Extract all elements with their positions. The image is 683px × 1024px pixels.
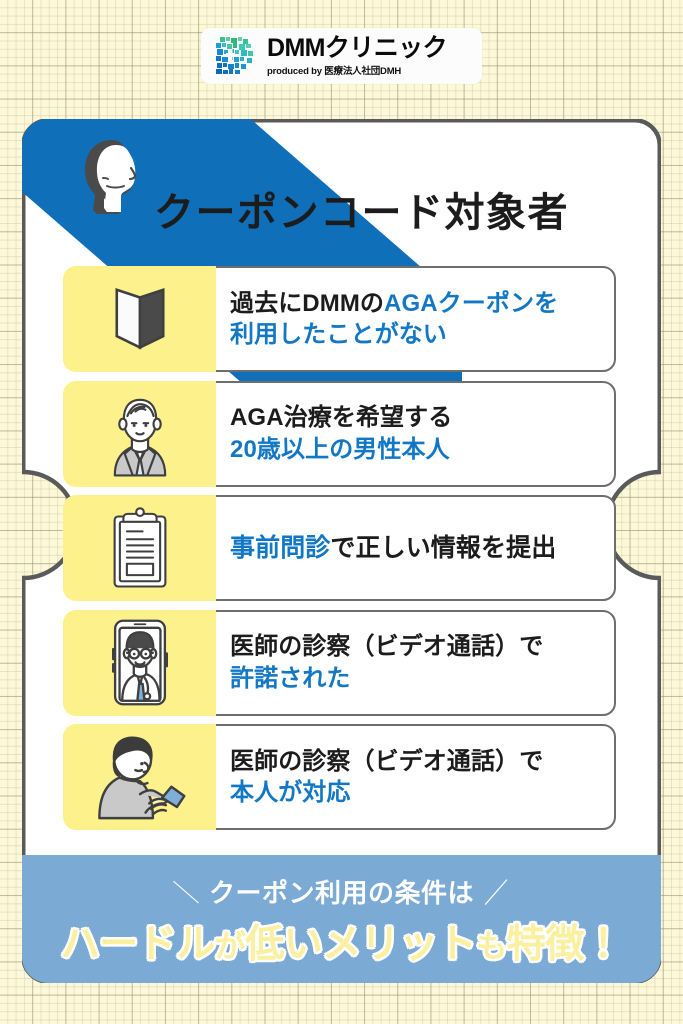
text-segment-accent: 利用したことがない: [230, 321, 447, 348]
list-item: AGA治療を希望する 20歳以上の男性本人: [63, 380, 616, 487]
eligibility-list: 過去にDMMのAGAクーポンを 利用したことがない: [63, 266, 616, 839]
list-item-line: 医師の診察（ビデオ通話）で: [230, 746, 600, 777]
list-item-line: 20歳以上の男性本人: [230, 434, 600, 465]
open-book-icon: [63, 266, 216, 372]
text-segment-accent: 許諾された: [230, 664, 351, 692]
text-segment-accent: AGAクーポンを: [384, 289, 559, 317]
list-item-text: 事前問診で正しい情報を提出: [196, 495, 616, 601]
list-item-line: 事前問診で正しい情報を提出: [230, 532, 600, 565]
footer-headline: クーポン利用の条件は: [208, 878, 474, 908]
text-segment: 医師の診察（ビデオ通話）で: [230, 747, 544, 775]
head-profile-icon: [79, 138, 145, 216]
list-item-line: 許諾された: [230, 663, 600, 694]
logo-title: DMMクリニック: [267, 33, 448, 62]
page-title: クーポンコード対象者: [154, 191, 569, 235]
text-segment: 過去にDMMの: [230, 289, 385, 317]
list-item: 医師の診察（ビデオ通話）で 許諾された: [63, 609, 616, 716]
list-item-text: 医師の診察（ビデオ通話）で 本人が対応: [196, 724, 616, 830]
footer-top-text: ＼ クーポン利用の条件は ／: [172, 873, 511, 910]
list-item-line: 本人が対応: [230, 777, 600, 808]
clipboard-icon: [63, 495, 216, 601]
footer-bottom-text: ハードルが低いメリットも特徴！: [61, 913, 623, 969]
list-item-line: AGA治療を希望する: [230, 402, 600, 433]
footer-bottom-seg: 特徴！: [506, 923, 623, 966]
man-in-suit-icon: [63, 380, 216, 487]
text-segment: 医師の診察（ビデオ通話）で: [230, 633, 544, 661]
text-segment-accent: 本人が対応: [230, 779, 351, 806]
person-using-smartphone-icon: [63, 724, 216, 830]
footer-bottom-seg: ハードル: [60, 923, 216, 966]
text-segment-accent: 事前問診: [230, 533, 331, 562]
list-item-text: AGA治療を希望する 20歳以上の男性本人: [196, 380, 616, 487]
list-item: 過去にDMMのAGAクーポンを 利用したことがない: [63, 266, 616, 372]
list-item-line: 過去にDMMのAGAクーポンを: [230, 288, 600, 319]
dmm-mosaic-d-logo: [214, 35, 258, 77]
logo-subtitle: produced by 医療法人社団DMH: [267, 66, 402, 78]
coupon-eligibility-card: クーポンコード対象者 過去にDMMのAGAクーポンを 利用したことがない: [22, 119, 661, 983]
footer-banner: ＼ クーポン利用の条件は ／ ハードルが低いメリットも特徴！: [22, 855, 661, 983]
slash-left: ＼: [172, 877, 202, 909]
footer-bottom-seg: 低いメリット: [245, 923, 477, 966]
brand-logo-bar: DMMクリニック produced by 医療法人社団DMH: [201, 28, 482, 84]
list-item-line: 利用したことがない: [230, 319, 600, 350]
list-item-line: 医師の診察（ビデオ通話）で: [230, 631, 600, 662]
list-item-text: 過去にDMMのAGAクーポンを 利用したことがない: [196, 266, 616, 372]
list-item: 医師の診察（ビデオ通話）で 本人が対応: [63, 724, 616, 830]
text-segment: AGA治療を希望する: [230, 404, 453, 432]
footer-bottom-seg: が: [214, 929, 246, 964]
text-segment-accent: 20歳以上の男性本人: [230, 435, 450, 463]
list-item-text: 医師の診察（ビデオ通話）で 許諾された: [196, 609, 616, 716]
slash-right: ／: [482, 877, 511, 909]
doctor-video-call-icon: [63, 609, 216, 716]
text-segment: で正しい情報を提出: [330, 533, 557, 562]
footer-bottom-seg: も: [476, 929, 507, 964]
list-item: 事前問診で正しい情報を提出: [63, 495, 616, 601]
